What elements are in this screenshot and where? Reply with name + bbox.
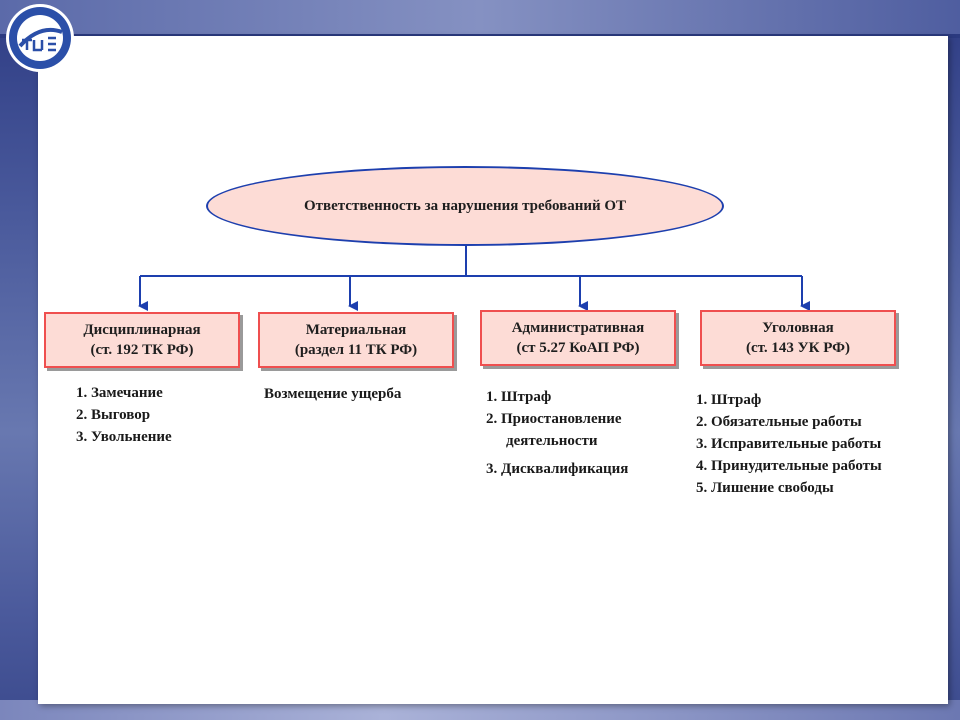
node-admin-ref: (ст 5.27 КоАП РФ): [516, 340, 640, 356]
node-discipline-name: Дисциплинарная: [83, 322, 201, 338]
list-item: 3. Увольнение: [76, 429, 172, 445]
node-criminal-name: Уголовная: [762, 320, 834, 336]
list-item: 3. Дисквалификация: [486, 461, 629, 477]
list-item: 2. Выговор: [76, 407, 151, 423]
college-emblem-icon: [6, 4, 74, 72]
node-criminal: Уголовная (ст. 143 УК РФ): [700, 310, 896, 366]
header-band: [0, 0, 960, 36]
list-item: 5. Лишение свободы: [696, 480, 834, 496]
list-item: деятельности: [506, 433, 598, 449]
material-text: Возмещение ущерба: [264, 386, 402, 402]
node-admin-name: Административная: [511, 320, 645, 336]
node-discipline-ref: (ст. 192 ТК РФ): [90, 342, 194, 358]
list-item: 1. Штраф: [696, 392, 762, 408]
list-item: 1. Замечание: [76, 385, 163, 401]
list-item: 2. Приостановление: [486, 411, 622, 427]
root-node-label: Ответственность за нарушения требований …: [303, 197, 627, 214]
list-item: 2. Обязательные работы: [696, 414, 862, 430]
node-admin: Административная (ст 5.27 КоАП РФ): [480, 310, 676, 366]
node-criminal-ref: (ст. 143 УК РФ): [745, 340, 851, 356]
root-node: Ответственность за нарушения требований …: [206, 166, 724, 246]
node-discipline: Дисциплинарная (ст. 192 ТК РФ): [44, 312, 240, 368]
list-item: 1. Штраф: [486, 389, 552, 405]
node-material-ref: (раздел 11 ТК РФ): [294, 342, 418, 358]
node-material-name: Материальная: [305, 322, 407, 338]
criminal-list: 1. Штраф 2. Обязательные работы 3. Испра…: [696, 389, 882, 499]
list-item: 4. Принудительные работы: [696, 458, 882, 474]
footer-band: [0, 700, 960, 720]
node-material: Материальная (раздел 11 ТК РФ): [258, 312, 454, 368]
discipline-list: 1. Замечание 2. Выговор 3. Увольнение: [76, 382, 172, 448]
admin-list: 1. Штраф 2. Приостановление деятельности…: [486, 386, 628, 480]
slide-canvas: [38, 36, 948, 704]
list-item: 3. Исправительные работы: [696, 436, 882, 452]
